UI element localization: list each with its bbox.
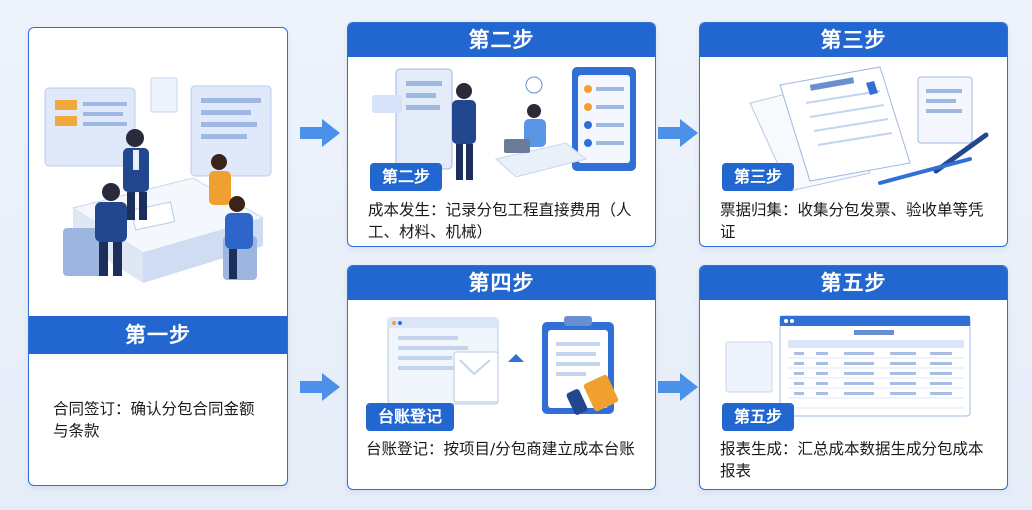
step-5-badge: 第五步: [722, 403, 794, 431]
step-5-text: 报表生成：汇总成本数据生成分包成本报表: [720, 438, 992, 482]
step-2-text: 成本发生：记录分包工程直接费用（人工、材料、机械）: [368, 199, 638, 243]
step-2-card: 第二步 第二步 成本发生: [347, 22, 656, 247]
step-5-title: 第五步: [700, 266, 1007, 300]
step-5-card: 第五步 第五: [699, 265, 1008, 490]
arrow-2-to-3: [658, 118, 700, 148]
step-1-illustration: [43, 58, 275, 308]
arrow-4-to-5: [658, 372, 700, 402]
step-3-card: 第三步 第三步 票据归集：收集分包发票、验收单等凭证: [699, 22, 1008, 247]
arrow-1-to-4: [300, 372, 342, 402]
step-4-text: 台账登记：按项目/分包商建立成本台账: [366, 438, 641, 460]
step-3-badge: 第三步: [722, 163, 794, 191]
step-4-title: 第四步: [348, 266, 655, 300]
step-1-card: 第一步 合同签订：确认分包合同金额与条款: [28, 27, 288, 486]
step-4-badge: 台账登记: [366, 403, 454, 431]
step-1-text: 合同签订：确认分包合同金额与条款: [53, 398, 269, 442]
step-2-title: 第二步: [348, 23, 655, 57]
arrow-1-to-2: [300, 118, 342, 148]
step-4-card: 第四步: [347, 265, 656, 490]
step-1-title: 第一步: [29, 316, 287, 354]
step-3-text: 票据归集：收集分包发票、验收单等凭证: [720, 199, 990, 243]
step-2-badge: 第二步: [370, 163, 442, 191]
step-3-title: 第三步: [700, 23, 1007, 57]
